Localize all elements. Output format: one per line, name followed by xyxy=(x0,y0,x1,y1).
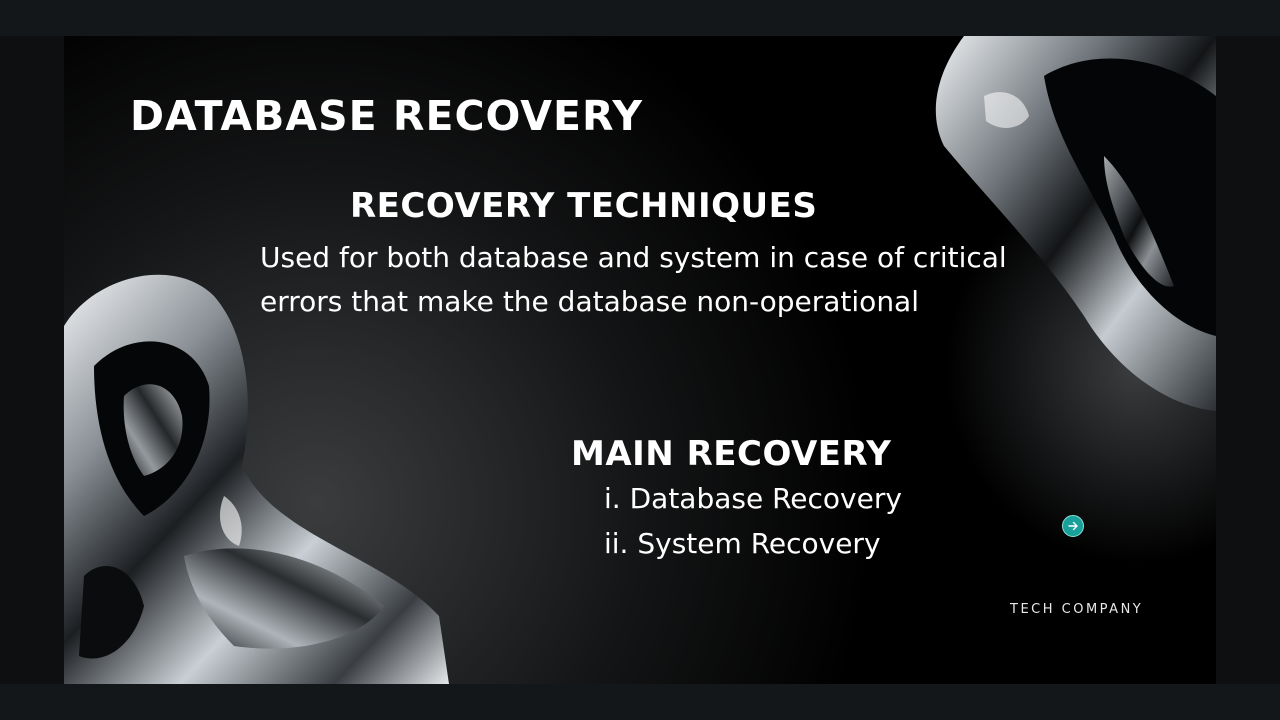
slide-title: DATABASE RECOVERY xyxy=(130,92,644,140)
presentation-slide: DATABASE RECOVERY RECOVERY TECHNIQUES Us… xyxy=(64,36,1216,684)
player-bottom-bar xyxy=(0,684,1280,720)
chrome-hooded-figure-image xyxy=(64,274,449,684)
letterbox-right xyxy=(1216,36,1280,684)
slide-body-text: Used for both database and system in cas… xyxy=(260,241,1007,318)
list-marker: i. xyxy=(604,482,621,515)
list-marker: ii. xyxy=(604,527,629,560)
slide-subtitle: RECOVERY TECHNIQUES xyxy=(350,186,818,226)
list-label: System Recovery xyxy=(637,527,881,560)
letterbox-left xyxy=(0,36,64,684)
next-slide-button[interactable] xyxy=(1062,515,1084,537)
player-top-bar xyxy=(0,0,1280,36)
list-label: Database Recovery xyxy=(629,482,902,515)
section-title: MAIN RECOVERY xyxy=(571,434,892,474)
recovery-list: i. Database Recovery ii. System Recovery xyxy=(604,476,902,566)
company-name: TECH COMPANY xyxy=(1010,602,1144,617)
list-item: ii. System Recovery xyxy=(604,521,902,566)
arrow-right-circle-icon xyxy=(1068,521,1078,531)
chrome-figure-image xyxy=(935,36,1216,411)
list-item: i. Database Recovery xyxy=(604,476,902,521)
